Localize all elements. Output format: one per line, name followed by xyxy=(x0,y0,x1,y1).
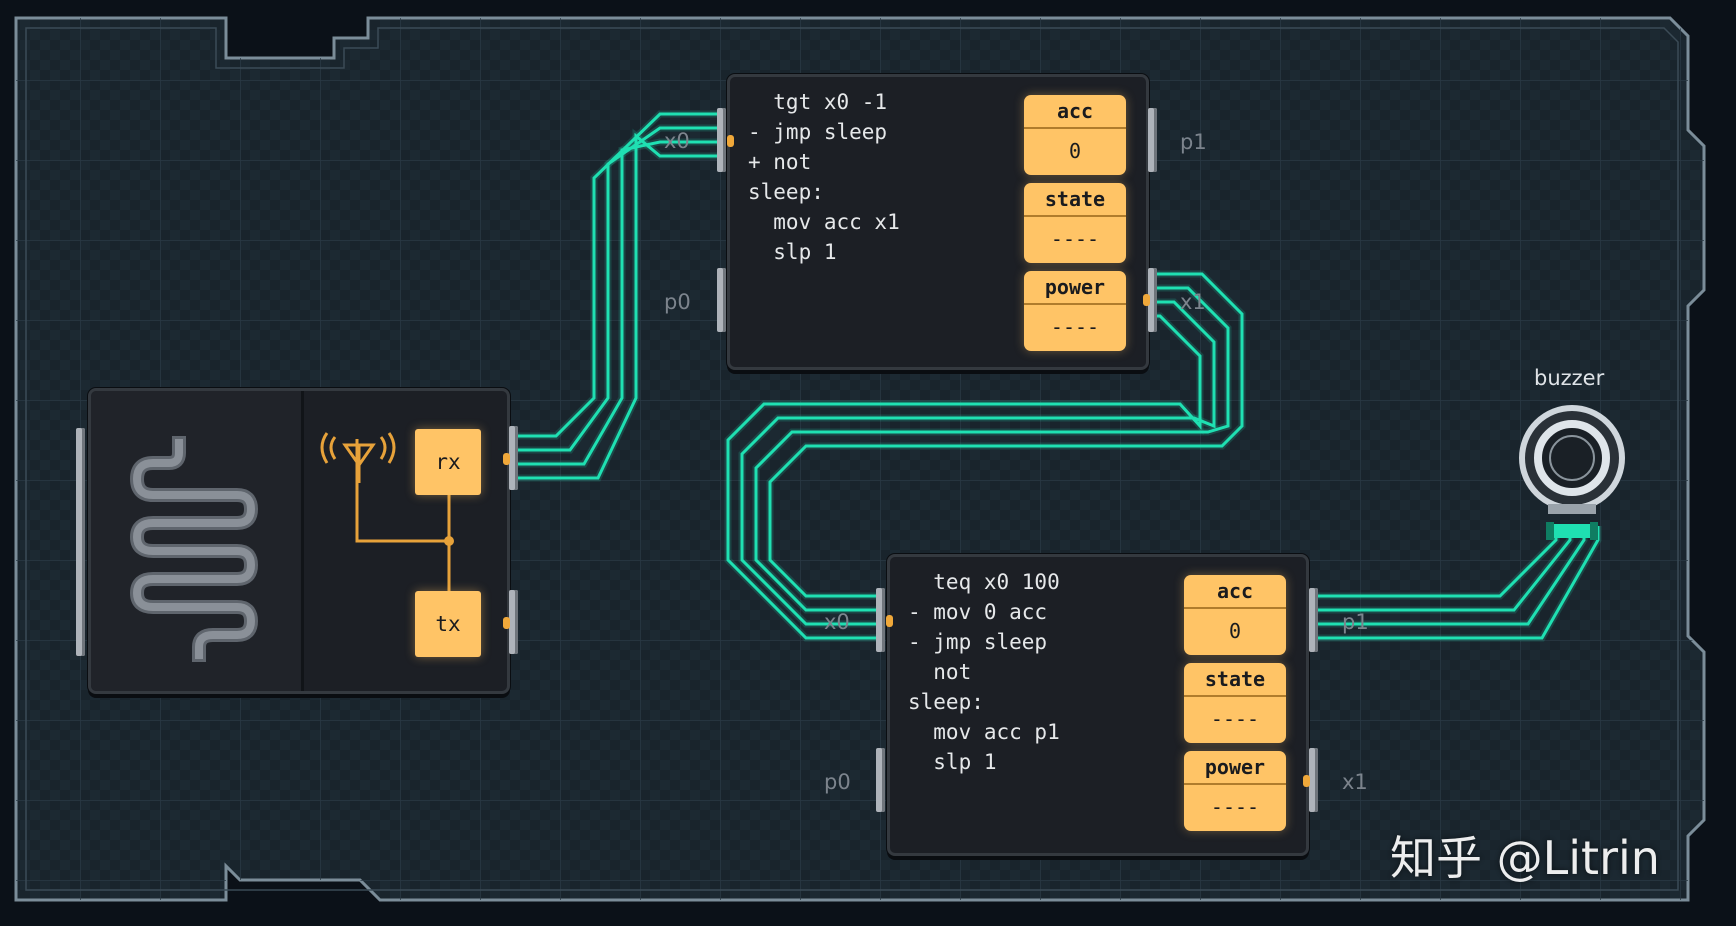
register-state-top: state ---- xyxy=(1024,183,1126,263)
port-label-p0: p0 xyxy=(824,770,851,794)
register-power-top: power ---- xyxy=(1024,271,1126,351)
buzzer-label: buzzer xyxy=(1534,366,1605,390)
port-label-p0: p0 xyxy=(664,290,691,314)
antenna-icon xyxy=(320,432,396,483)
pin-p1-top[interactable] xyxy=(1148,108,1157,172)
register-name: state xyxy=(1184,663,1286,697)
register-acc-top: acc 0 xyxy=(1024,95,1126,175)
tx-port-box[interactable]: tx xyxy=(415,591,481,657)
pin-x1-bottom[interactable] xyxy=(1309,748,1318,812)
pin-radio-left[interactable] xyxy=(76,428,85,656)
pin-indicator xyxy=(727,135,734,147)
port-label-p1: p1 xyxy=(1180,130,1207,154)
pin-x1-top[interactable] xyxy=(1148,268,1157,332)
register-name: acc xyxy=(1184,575,1286,609)
register-state-bottom: state ---- xyxy=(1184,663,1286,743)
port-label-x1: x1 xyxy=(1342,770,1368,794)
coil-icon xyxy=(129,436,259,662)
pin-radio-rx[interactable] xyxy=(509,426,518,490)
register-value: ---- xyxy=(1210,795,1260,819)
watermark-text: 知乎 @Litrin xyxy=(1390,831,1660,885)
register-name: power xyxy=(1024,271,1126,305)
register-value: 0 xyxy=(1068,139,1082,163)
pin-p0-top[interactable] xyxy=(717,268,726,332)
code-editor-bottom[interactable]: teq x0 100 - mov 0 acc - jmp sleep not s… xyxy=(908,570,1060,774)
register-value: ---- xyxy=(1050,315,1100,339)
register-name: power xyxy=(1184,751,1286,785)
microcontroller-bottom[interactable]: teq x0 100 - mov 0 acc - jmp sleep not s… xyxy=(887,554,1309,856)
pin-indicator xyxy=(1303,775,1310,787)
port-label-x1: x1 xyxy=(1180,290,1206,314)
radio-module-left-panel xyxy=(91,391,304,691)
pin-indicator xyxy=(503,617,510,629)
radio-circuit-traces xyxy=(355,439,454,591)
radio-module[interactable]: rx tx xyxy=(88,388,510,694)
pin-p1-bottom[interactable] xyxy=(1309,588,1318,652)
port-label-x0: x0 xyxy=(824,610,850,634)
pin-radio-tx[interactable] xyxy=(509,590,518,654)
pin-x0-bottom[interactable] xyxy=(876,588,885,652)
pin-p0-bottom[interactable] xyxy=(876,748,885,812)
register-value: ---- xyxy=(1050,227,1100,251)
register-acc-bottom: acc 0 xyxy=(1184,575,1286,655)
register-name: acc xyxy=(1024,95,1126,129)
rx-port-box[interactable]: rx xyxy=(415,429,481,495)
speaker-ring-icon[interactable] xyxy=(1510,404,1634,548)
pin-indicator xyxy=(503,453,510,465)
pin-indicator xyxy=(886,615,893,627)
register-power-bottom: power ---- xyxy=(1184,751,1286,831)
port-label-p1: p1 xyxy=(1342,610,1369,634)
pin-x0-top[interactable] xyxy=(717,108,726,172)
pin-indicator xyxy=(1143,294,1150,306)
register-name: state xyxy=(1024,183,1126,217)
microcontroller-top[interactable]: tgt x0 -1 - jmp sleep + not sleep: mov a… xyxy=(727,74,1149,370)
register-value: ---- xyxy=(1210,707,1260,731)
register-value: 0 xyxy=(1228,619,1242,643)
code-editor-top[interactable]: tgt x0 -1 - jmp sleep + not sleep: mov a… xyxy=(748,90,900,264)
port-label-x0: x0 xyxy=(664,129,690,153)
